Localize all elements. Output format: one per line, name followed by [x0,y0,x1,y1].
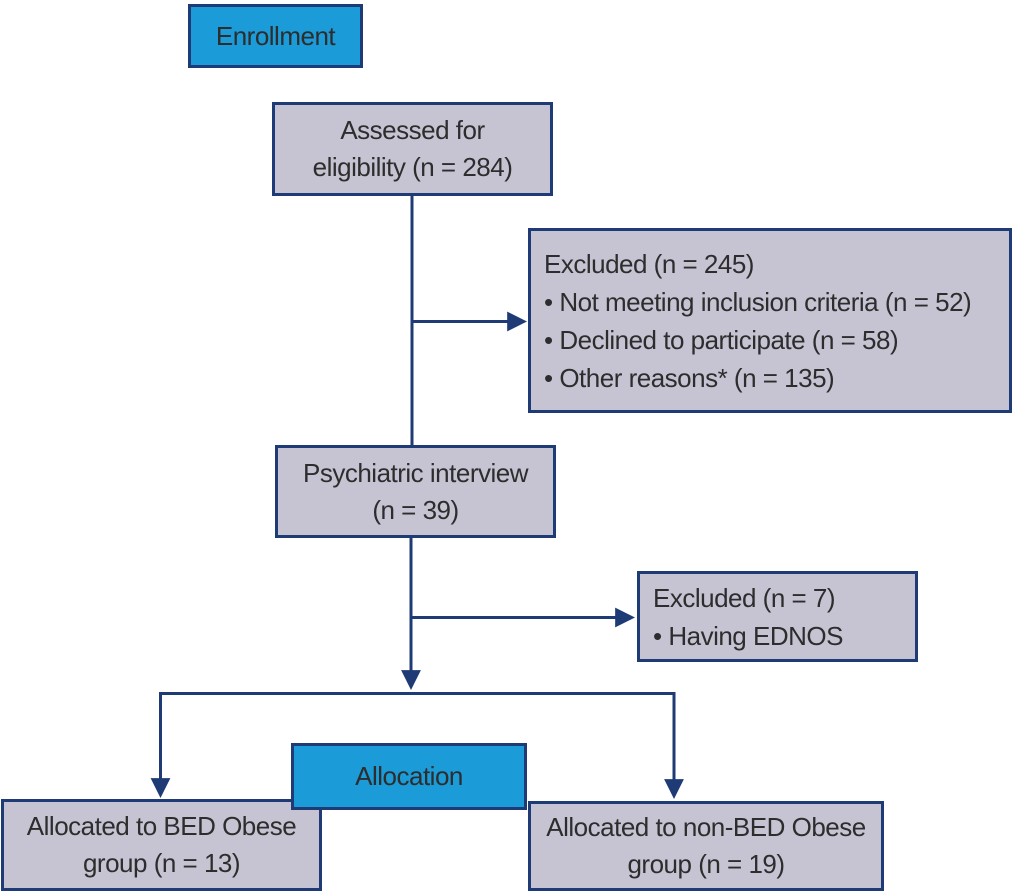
assessed-line2: eligibility (n = 284) [312,152,513,182]
excluded-main-title: Excluded (n = 245) [544,248,754,279]
excluded-ednos-title: Excluded (n = 7) [653,582,836,613]
alloc-nonbed-line2: group (n = 19) [627,849,785,879]
assessed-eligibility-box: Assessed for eligibility (n = 284) [272,102,553,196]
enrollment-stage-box: Enrollment [188,4,363,68]
excluded-main-box: Excluded (n = 245) • Not meeting inclusi… [528,228,1012,413]
enrollment-stage-label: Enrollment [215,20,336,51]
excluded-main-item: • Declined to participate (n = 58) [544,324,899,355]
allocation-stage-box: Allocation [291,743,527,810]
allocated-bed-group-box: Allocated to BED Obese group (n = 13) [1,799,322,891]
allocation-stage-label: Allocation [355,761,463,791]
allocated-nonbed-group-box: Allocated to non-BED Obese group (n = 19… [528,801,884,891]
assessed-line1: Assessed for [340,115,485,145]
excluded-main-item: • Other reasons* (n = 135) [544,362,835,393]
excluded-ednos-item: • Having EDNOS [653,620,843,651]
psychiatric-interview-box: Psychiatric interview (n = 39) [275,445,556,538]
excluded-ednos-box: Excluded (n = 7) • Having EDNOS [637,571,918,662]
psychiatric-line1: Psychiatric interview [302,457,529,488]
alloc-bed-line1: Allocated to BED Obese [26,811,297,841]
alloc-bed-line2: group (n = 13) [82,848,241,878]
psychiatric-line2: (n = 39) [372,494,459,525]
alloc-nonbed-line1: Allocated to non-BED Obese [546,812,866,842]
excluded-main-item: • Not meeting inclusion criteria (n = 52… [544,286,972,317]
